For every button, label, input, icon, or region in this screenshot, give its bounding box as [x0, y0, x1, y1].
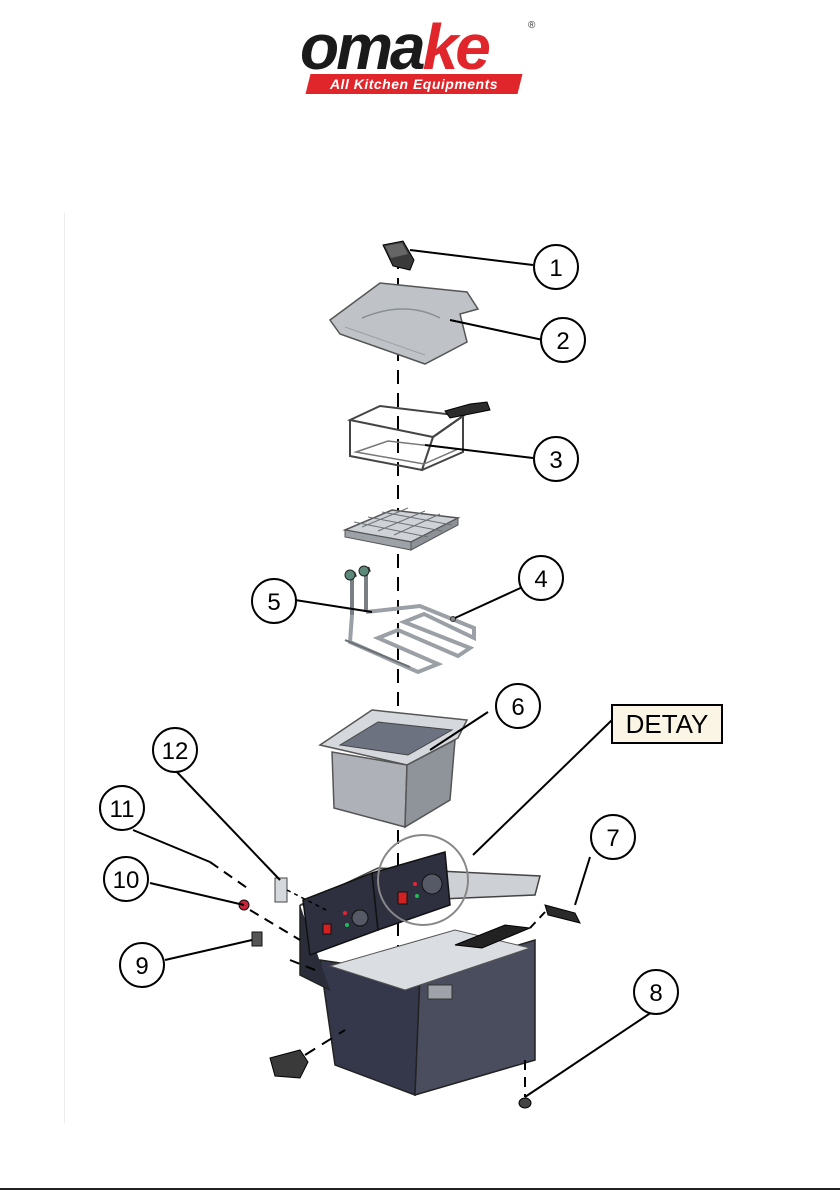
callout-4-label: 4	[534, 566, 547, 593]
callout-10: 10	[104, 857, 148, 901]
callout-5: 5	[252, 579, 296, 623]
callout-4: 4	[519, 556, 563, 600]
callout-1-label: 1	[549, 255, 562, 282]
part-lid	[330, 283, 478, 364]
callout-11: 11	[100, 786, 144, 830]
callout-3: 3	[534, 437, 578, 481]
callout-10-label: 10	[113, 867, 140, 894]
part-lid-handle	[383, 241, 414, 270]
callout-12-label: 12	[162, 738, 189, 765]
callout-3-label: 3	[549, 447, 562, 474]
part-right-control-panel	[372, 852, 450, 930]
callout-1: 1	[534, 245, 578, 289]
callout-2: 2	[541, 318, 585, 362]
part-foot	[519, 1060, 531, 1108]
callout-6: 6	[496, 684, 540, 728]
part-oil-tank	[320, 710, 467, 827]
callout-5-label: 5	[267, 589, 280, 616]
callout-7: 7	[591, 815, 635, 859]
callout-9-label: 9	[135, 953, 148, 980]
detail-label-text: DETAY	[626, 709, 709, 739]
callout-7-label: 7	[606, 825, 619, 852]
callout-2-label: 2	[556, 328, 569, 355]
callout-8-label: 8	[649, 980, 662, 1007]
part-left-control-panel	[303, 873, 378, 955]
part-side-handle	[530, 905, 580, 928]
page-bottom-rule	[0, 1188, 840, 1190]
callout-8: 8	[634, 970, 678, 1014]
detail-label-box: DETAY	[612, 705, 722, 743]
part-frying-basket	[350, 402, 490, 470]
callout-9: 9	[120, 943, 164, 987]
part-basket-grid	[345, 508, 458, 550]
callout-11-label: 11	[110, 796, 135, 823]
callout-12: 12	[153, 728, 197, 772]
callout-6-label: 6	[511, 694, 524, 721]
